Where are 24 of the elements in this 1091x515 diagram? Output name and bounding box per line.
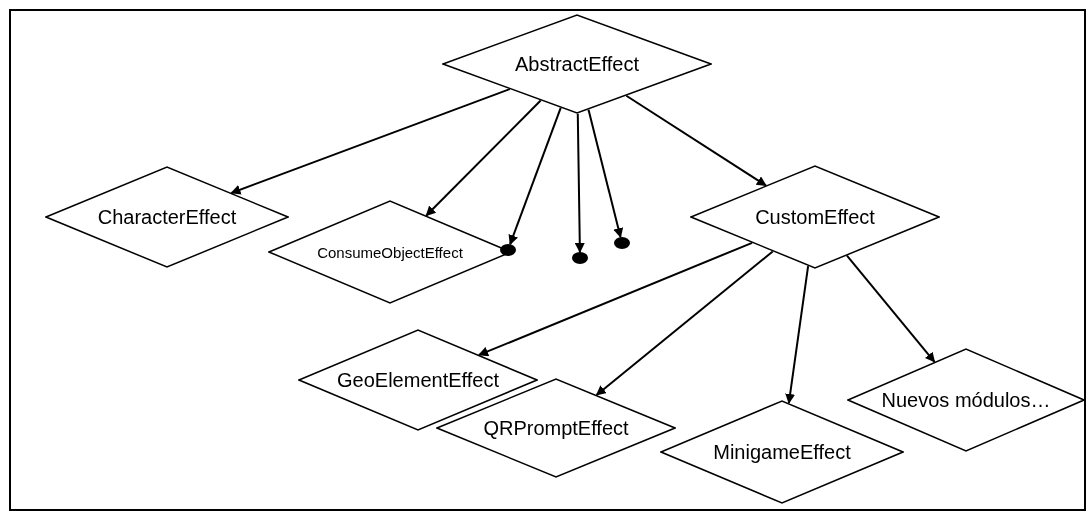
dot-marker <box>572 252 588 264</box>
arrow <box>587 108 624 239</box>
arrow <box>845 254 936 363</box>
class-name: MinigameEffect <box>713 440 851 464</box>
class-diamond <box>690 165 940 269</box>
arrow <box>508 106 562 246</box>
class-name: GeoElementEffect <box>337 368 499 392</box>
arrow <box>425 99 542 217</box>
class-name: ConsumeObjectEffect <box>317 243 463 261</box>
dot-marker <box>500 244 516 256</box>
arrow <box>595 250 774 396</box>
class-name: CustomEffect <box>755 205 875 229</box>
arrow <box>478 241 754 357</box>
arrow <box>574 112 585 253</box>
class-diamond <box>442 14 712 114</box>
arrow <box>785 265 810 404</box>
dot-marker <box>614 237 630 249</box>
class-name: QRPromptEffect <box>483 416 629 440</box>
class-diamond <box>45 166 289 268</box>
arrow <box>230 88 511 195</box>
class-name: Nuevos módulos… <box>881 388 1051 412</box>
class-name: AbstractEffect <box>514 52 640 76</box>
class-name: CharacterEffect <box>97 205 237 229</box>
arrow <box>625 94 767 187</box>
